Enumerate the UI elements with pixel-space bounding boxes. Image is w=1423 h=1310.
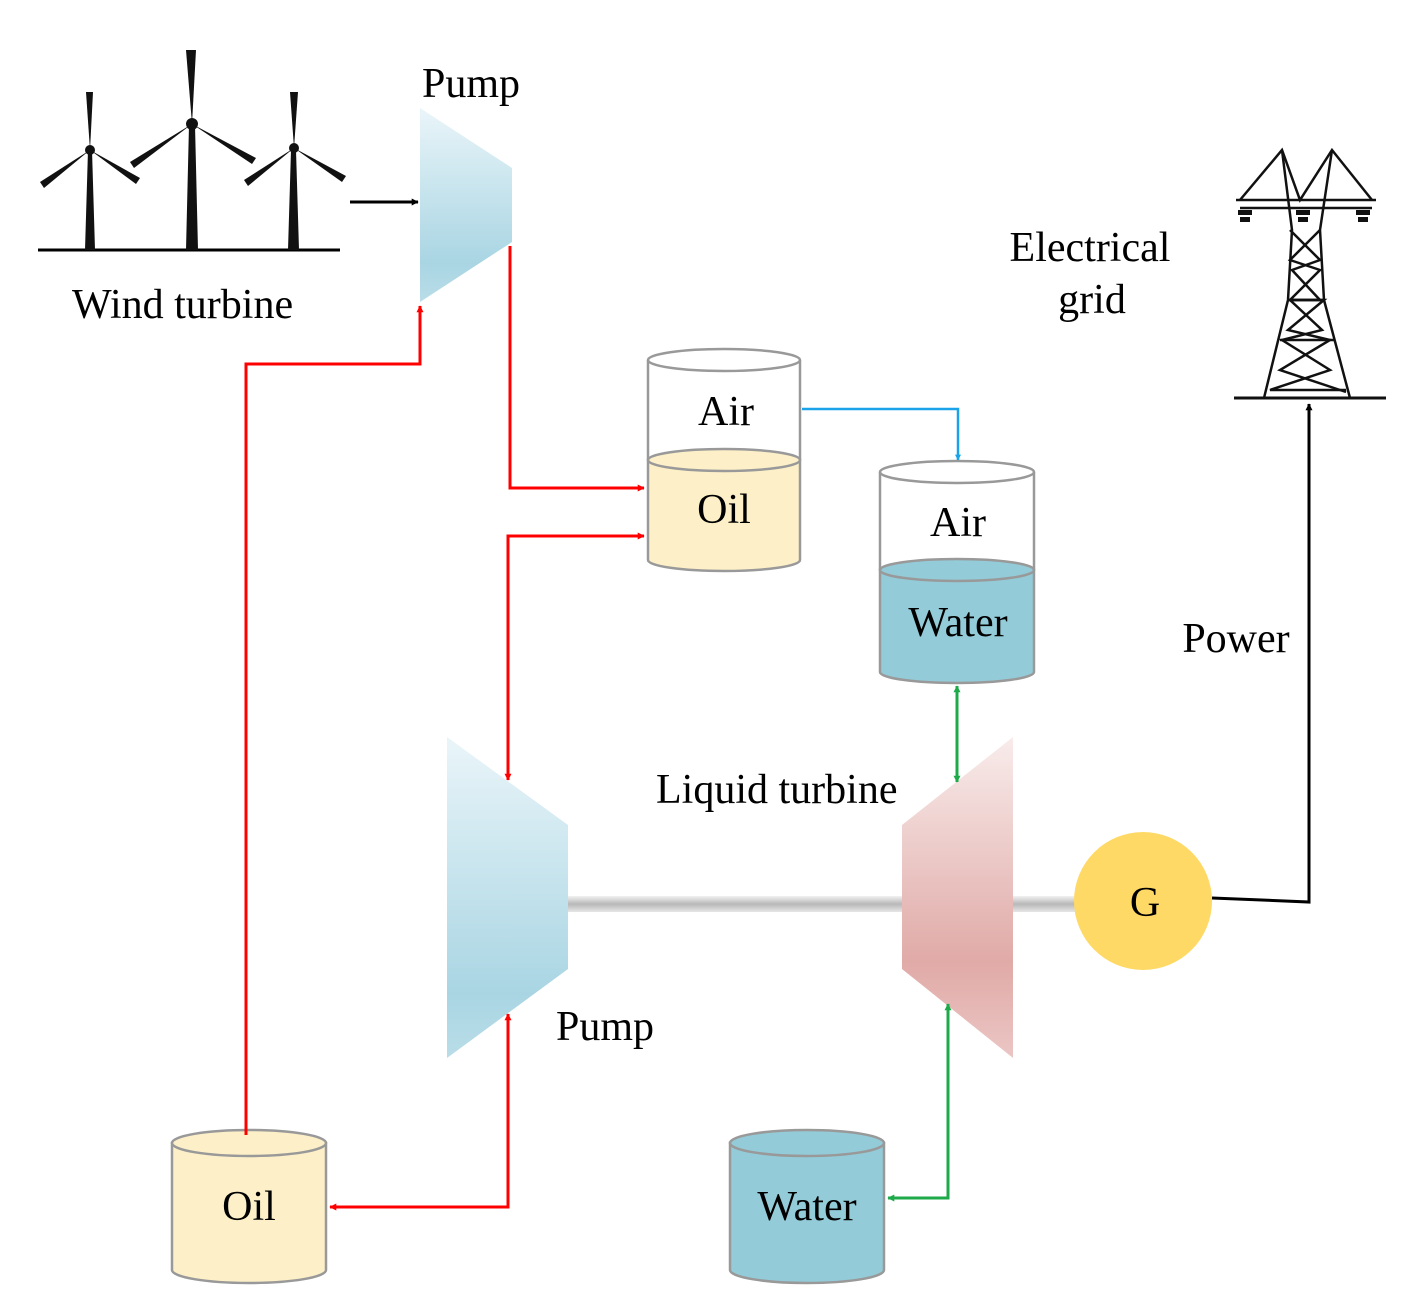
- oil-line-pump-to-tank: [508, 246, 645, 492]
- water-line-turbine-to-reservoir: [887, 1003, 952, 1202]
- oil-tank-oil-label: Oil: [697, 487, 751, 533]
- electrical-grid-label-line1: Electrical: [1010, 225, 1171, 271]
- generator: [1074, 832, 1212, 970]
- oil-line-reservoir-to-top-pump: [244, 305, 424, 1135]
- oil-tank-air-label: Air: [698, 389, 754, 435]
- oil-pressure-tank: [646, 347, 802, 573]
- oil-reservoir: [170, 1128, 328, 1285]
- bottom-pump: [447, 737, 568, 1058]
- oil-line-tank-to-bottom-pump: [504, 532, 645, 781]
- water-tank-water-label: Water: [908, 600, 1007, 646]
- air-line-oil-tank-to-water-tank: [802, 407, 961, 461]
- liquid-turbine-label: Liquid turbine: [656, 767, 897, 813]
- water-reservoir: [728, 1128, 886, 1285]
- generator-label: G: [1130, 880, 1160, 926]
- water-tank-air-label: Air: [930, 500, 986, 546]
- transmission-tower-icon: [1234, 147, 1386, 400]
- wind-turbine-label: Wind turbine: [72, 282, 293, 328]
- water-reservoir-label: Water: [757, 1184, 856, 1230]
- electrical-grid-label-line2: grid: [1058, 277, 1126, 323]
- bottom-pump-label: Pump: [556, 1004, 654, 1050]
- oil-line-bottom-pump-to-reservoir: [329, 1013, 512, 1211]
- top-pump-label: Pump: [422, 61, 520, 107]
- liquid-turbine: [902, 737, 1013, 1058]
- oil-reservoir-label: Oil: [222, 1184, 276, 1230]
- power-label: Power: [1182, 616, 1289, 662]
- wind-turbines-icon: [38, 50, 346, 252]
- water-pressure-tank: [878, 459, 1036, 685]
- top-pump: [420, 108, 512, 302]
- power-line-generator-to-grid: [1211, 403, 1313, 904]
